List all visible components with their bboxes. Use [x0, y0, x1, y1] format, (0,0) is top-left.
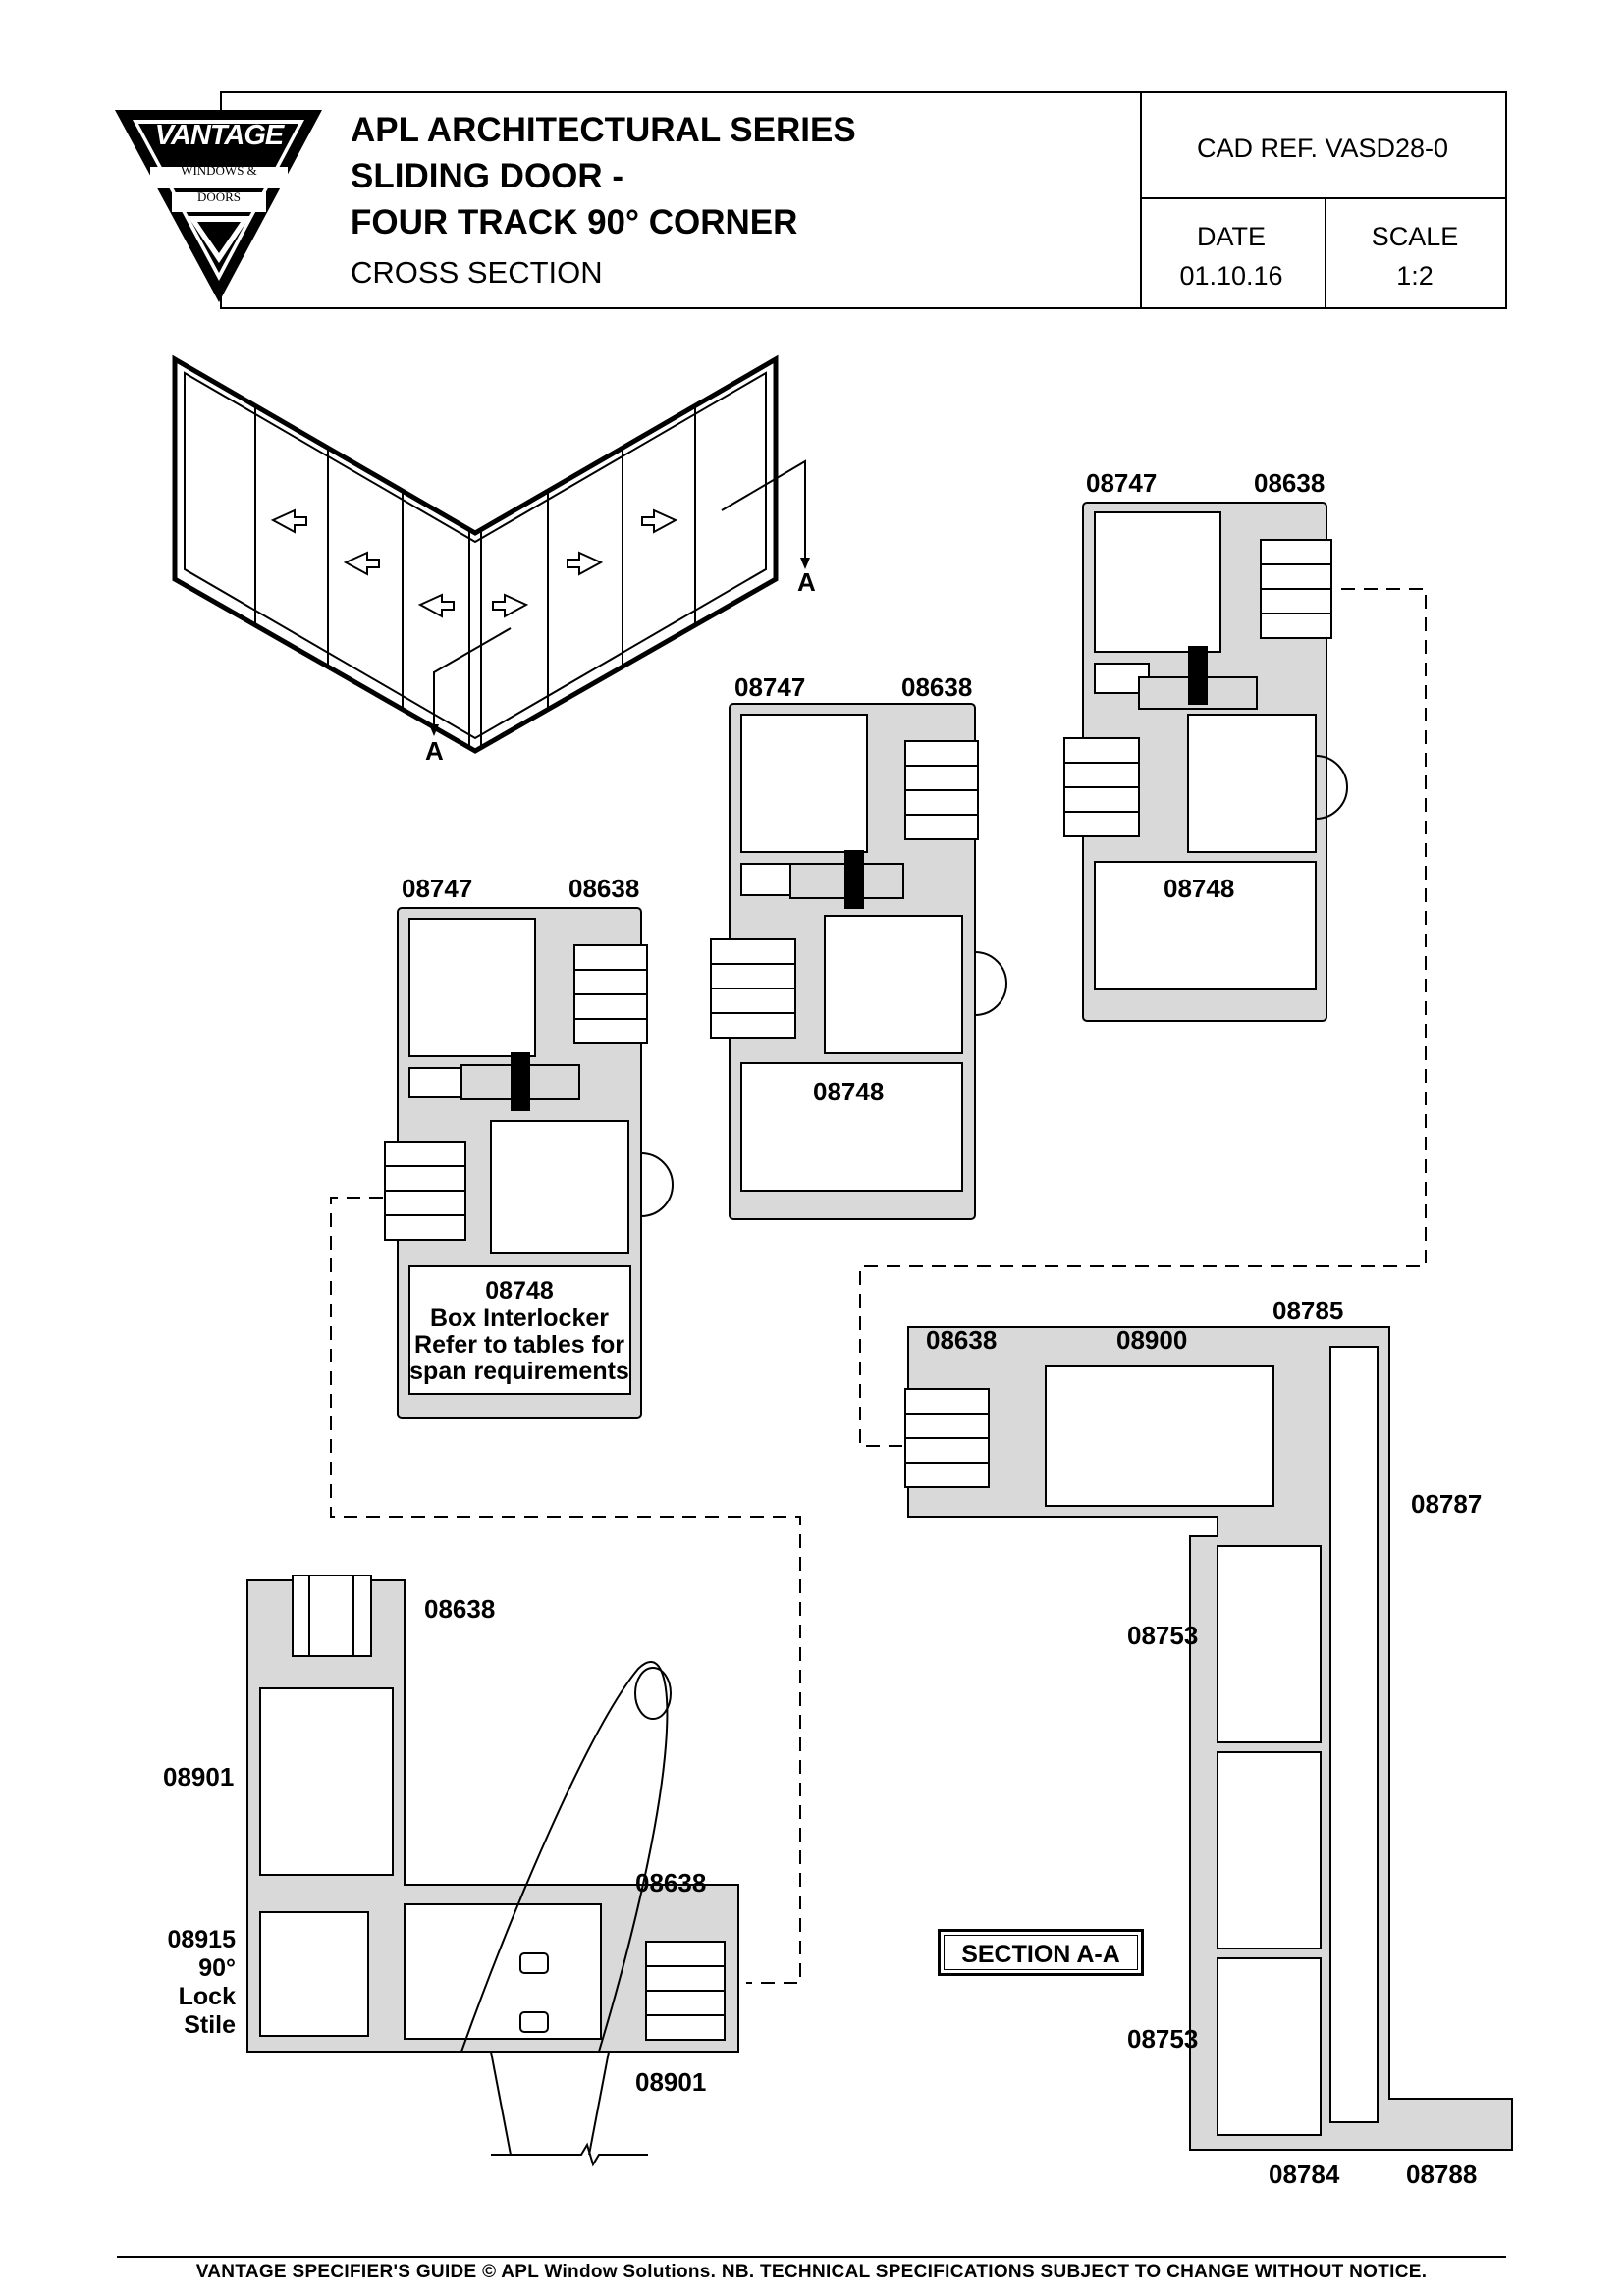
- plan-view: [172, 354, 810, 754]
- section-marker-bottom: A: [425, 736, 444, 766]
- date-label: DATE: [1196, 222, 1266, 251]
- corner-label-top-right: 08638: [424, 1594, 496, 1624]
- detail-3: [384, 907, 674, 1419]
- logo-tagline-1: WINDOWS &: [181, 163, 257, 178]
- corner-stile-1: 90°: [198, 1954, 236, 1982]
- date-value: 01.10.16: [1179, 261, 1283, 291]
- section-label-box: SECTION A-A: [938, 1929, 1144, 1976]
- detail-1: [1063, 502, 1348, 1022]
- corner-stile-code: 08915: [167, 1926, 236, 1953]
- d3-note-1: Box Interlocker: [429, 1305, 609, 1332]
- logo-brand-text: VANTAGE: [154, 120, 284, 151]
- corner-label-left-mid: 08901: [163, 1762, 235, 1791]
- d3-label-bottom: 08748: [485, 1277, 554, 1305]
- frame-label-h: 08788: [1406, 2160, 1478, 2189]
- corner-label-mid-right: 08638: [635, 1868, 707, 1897]
- title-line-2: SLIDING DOOR -: [351, 157, 624, 195]
- logo-tagline-2: DOORS: [196, 189, 242, 204]
- dashed-link-2: [330, 1197, 801, 1984]
- d2-label-right: 08638: [901, 672, 973, 702]
- section-marker-top: A: [797, 567, 816, 597]
- title-line-1: APL ARCHITECTURAL SERIES: [351, 111, 856, 149]
- corner-stile-2: Lock: [178, 1983, 236, 2010]
- frame-label-f: 08753: [1127, 2024, 1199, 2054]
- frame-label-e: 08753: [1127, 1621, 1199, 1650]
- cad-ref: CAD REF. VASD28-0: [1196, 133, 1449, 163]
- title-subtitle: CROSS SECTION: [351, 255, 603, 290]
- frame-label-b: 08900: [1116, 1325, 1188, 1355]
- footer-rule: [117, 2256, 1506, 2258]
- d3-label-right: 08638: [568, 874, 640, 903]
- dashed-link-1: [859, 588, 1427, 1447]
- vantage-logo: [115, 110, 322, 302]
- corner-label-bottom-right: 08901: [635, 2067, 707, 2097]
- detail-2: [710, 703, 1007, 1220]
- footer-text: VANTAGE SPECIFIER'S GUIDE © APL Window S…: [195, 2262, 1428, 2282]
- frame-label-c: 08785: [1272, 1296, 1344, 1325]
- corner-stile-3: Stile: [184, 2011, 236, 2039]
- d3-note-3: span requirements: [409, 1358, 629, 1385]
- d1-label-right: 08638: [1254, 468, 1326, 498]
- frame-section: [904, 1326, 1513, 2151]
- frame-label-g: 08784: [1269, 2160, 1340, 2189]
- title-line-3: FOUR TRACK 90° CORNER: [351, 203, 798, 241]
- frame-label-a: 08638: [926, 1325, 998, 1355]
- d1-label-left: 08747: [1086, 468, 1158, 498]
- d1-label-bottom: 08748: [1164, 874, 1235, 903]
- section-label: SECTION A-A: [961, 1941, 1120, 1968]
- d2-label-bottom: 08748: [813, 1077, 885, 1106]
- frame-label-d: 08787: [1411, 1489, 1483, 1519]
- d3-label-left: 08747: [402, 874, 473, 903]
- d2-label-left: 08747: [734, 672, 806, 702]
- d3-note-2: Refer to tables for: [414, 1331, 624, 1359]
- scale-value: 1:2: [1396, 261, 1434, 291]
- scale-label: SCALE: [1371, 222, 1459, 251]
- corner-section: [246, 1575, 739, 2167]
